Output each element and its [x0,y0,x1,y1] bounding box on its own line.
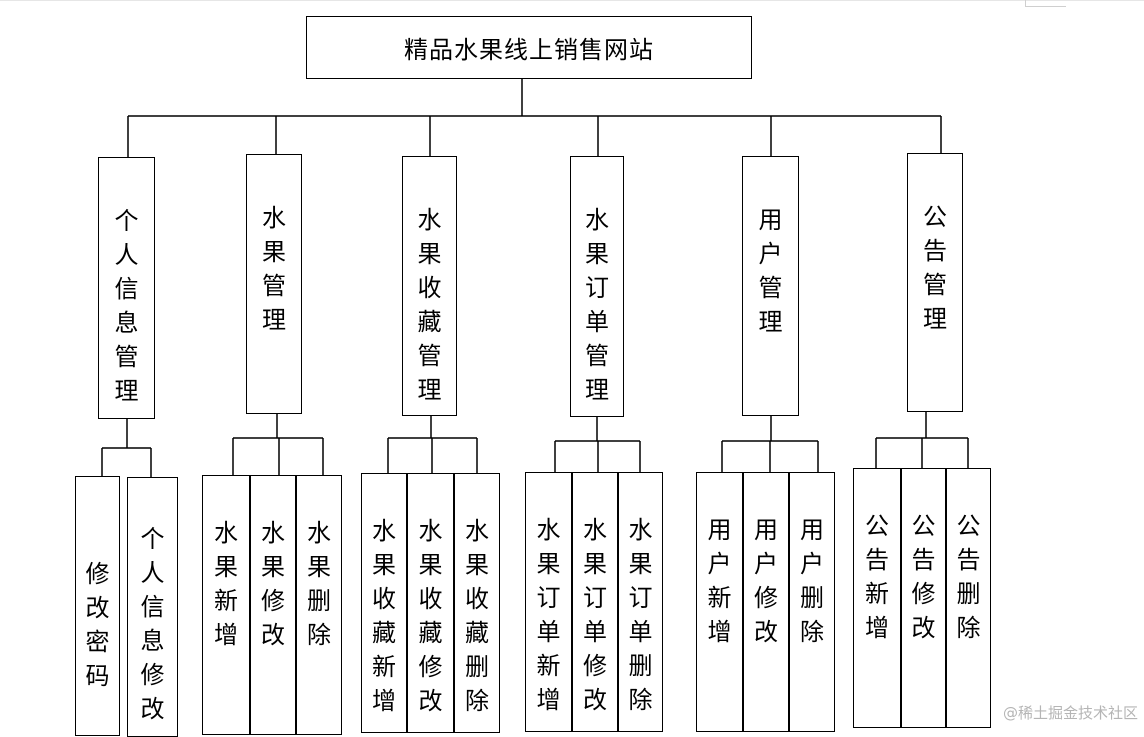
leaf-node: 个人信息修改 [127,477,178,737]
leaf-label: 水果删除 [307,519,331,649]
corner-mark [1025,0,1066,7]
module-node-announcements: 公告管理 [907,153,963,412]
module-label: 用户管理 [758,206,783,336]
leaf-label: 水果订单删除 [628,516,653,714]
leaf-label: 个人信息修改 [140,525,165,723]
leaf-node: 公告删除 [946,468,991,728]
leaf-label: 水果订单修改 [583,516,607,714]
leaf-node: 水果收藏删除 [454,473,500,733]
leaf-node: 用户新增 [696,472,743,732]
root-title: 精品水果线上销售网站 [404,36,654,64]
module-node-favorites: 水果收藏管理 [402,156,457,416]
watermark: @稀土掘金技术社区 [1002,704,1138,722]
module-node-users: 用户管理 [742,156,799,416]
module-node-personal-info: 个人信息管理 [98,157,155,419]
leaf-label: 水果订单新增 [536,516,561,714]
leaf-node: 水果修改 [250,475,296,735]
leaf-node: 水果订单新增 [525,472,572,732]
leaf-node: 修改密码 [75,476,120,736]
module-node-orders: 水果订单管理 [570,156,624,417]
module-label: 水果订单管理 [585,206,609,404]
leaf-node: 用户删除 [789,472,835,732]
leaf-label: 用户删除 [800,516,824,646]
leaf-label: 公告修改 [911,512,936,642]
module-label: 水果收藏管理 [417,206,442,404]
leaf-node: 公告修改 [901,468,946,728]
module-node-fruit: 水果管理 [246,154,302,414]
leaf-label: 公告删除 [956,512,981,642]
root-node: 精品水果线上销售网站 [306,16,752,79]
top-rule [0,0,1144,1]
leaf-node: 水果收藏修改 [407,473,454,733]
leaf-label: 用户修改 [754,516,778,646]
leaf-node: 水果收藏新增 [361,473,407,733]
leaf-label: 水果收藏新增 [372,517,396,715]
leaf-node: 公告新增 [853,468,901,728]
leaf-node: 水果新增 [202,475,250,735]
leaf-node: 用户修改 [743,472,789,732]
leaf-label: 水果收藏修改 [418,517,443,715]
leaf-label: 用户新增 [707,516,732,646]
leaf-label: 水果收藏删除 [465,517,489,715]
leaf-label: 公告新增 [865,512,889,642]
module-label: 个人信息管理 [114,207,139,405]
leaf-node: 水果删除 [296,475,342,735]
leaf-node: 水果订单删除 [618,472,663,732]
leaf-label: 水果修改 [261,519,285,649]
leaf-label: 修改密码 [85,560,110,690]
module-label: 公告管理 [923,203,947,333]
module-label: 水果管理 [262,204,286,334]
leaf-label: 水果新增 [214,519,238,649]
leaf-node: 水果订单修改 [572,472,618,732]
